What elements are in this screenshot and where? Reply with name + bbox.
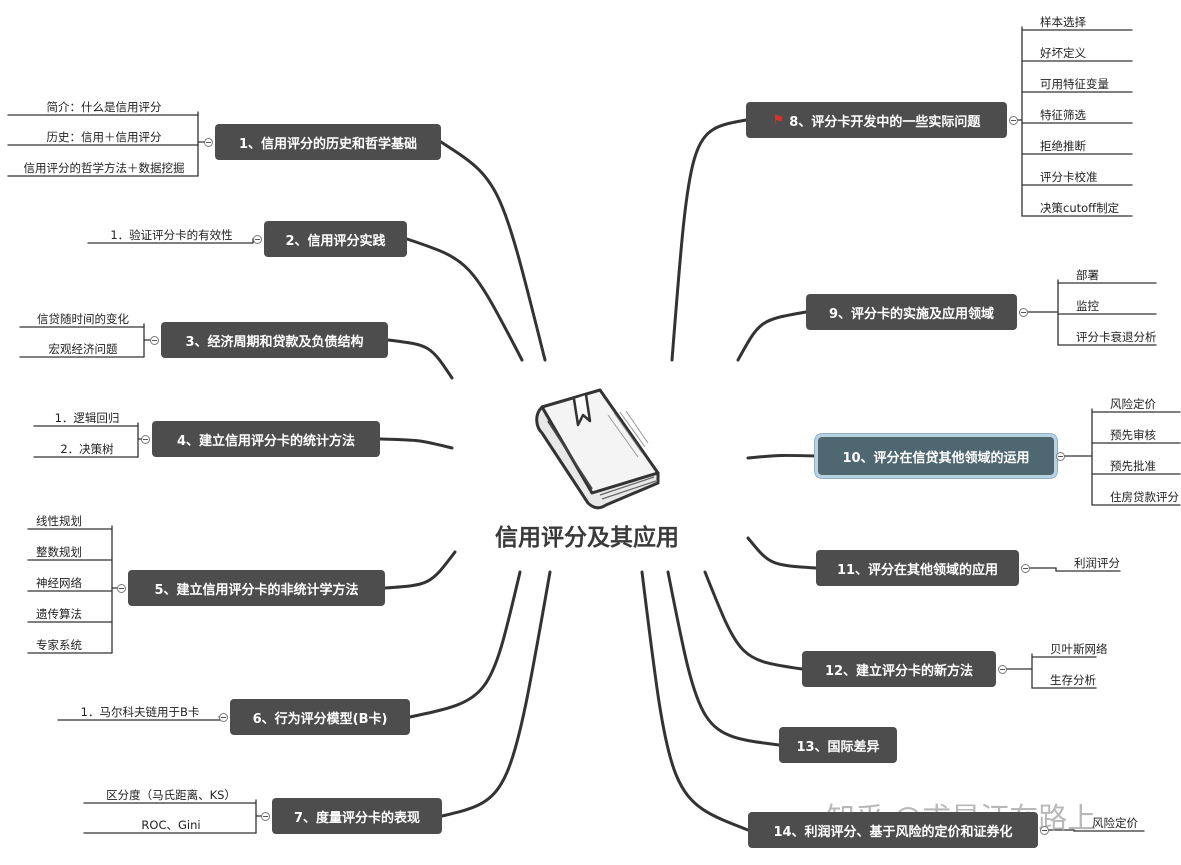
- branch-label: 7、度量评分卡的表现: [293, 810, 421, 826]
- branch-connector: [670, 118, 748, 362]
- leaf-topic[interactable]: 2．决策树: [60, 442, 114, 456]
- branch-label: 1、信用评分的历史和哲学基础: [238, 136, 418, 152]
- branch-label: 4、建立信用评分卡的统计方法: [176, 433, 356, 449]
- branch-connector: [439, 140, 547, 362]
- branch-node-b11[interactable]: 11、评分在其他领域的应用: [816, 550, 1019, 586]
- leaf-topic[interactable]: 利润评分: [1074, 556, 1120, 570]
- leaf-topic[interactable]: 遗传算法: [36, 607, 82, 621]
- branch-connector: [405, 237, 524, 362]
- branch-node-b12[interactable]: 12、建立评分卡的新方法: [802, 651, 996, 687]
- leaf-topic[interactable]: 住房贷款评分: [1110, 490, 1179, 504]
- branch-node-b5[interactable]: 5、建立信用评分卡的非统计学方法: [128, 570, 385, 606]
- red-flag-icon: ⚑: [772, 112, 785, 128]
- branch-label: 2、信用评分实践: [285, 233, 386, 249]
- leaf-topic[interactable]: 拒绝推断: [1040, 139, 1086, 153]
- branch-connector: [703, 570, 804, 671]
- leaf-topic[interactable]: 部署: [1076, 268, 1099, 282]
- collapse-toggle-icon[interactable]: [141, 434, 150, 444]
- leaf-topic[interactable]: ROC、Gini: [141, 818, 201, 832]
- leaf-topic[interactable]: 简介：什么是信用评分: [46, 100, 162, 114]
- branch-connector: [408, 570, 522, 719]
- leaf-topic[interactable]: 1．验证评分卡的有效性: [110, 228, 233, 242]
- branch-node-b9[interactable]: 9、评分卡的实施及应用领域: [806, 294, 1017, 330]
- branch-node-b13[interactable]: 13、国际差异: [779, 727, 897, 763]
- branch-node-b10[interactable]: 10、评分在信贷其他领域的运用: [818, 437, 1054, 475]
- branch-connector: [640, 570, 750, 832]
- branch-node-b6[interactable]: 6、行为评分模型(B卡): [230, 699, 410, 735]
- leaf-topic[interactable]: 贝叶斯网络: [1050, 642, 1108, 656]
- branch-node-b3[interactable]: 3、经济周期和贷款及负债结构: [161, 322, 388, 358]
- branch-connector: [378, 437, 454, 450]
- leaf-topic[interactable]: 特征筛选: [1040, 108, 1086, 122]
- branch-label: 10、评分在信贷其他领域的运用: [842, 450, 1030, 466]
- branch-label: 14、利润评分、基于风险的定价和证券化: [773, 824, 1013, 840]
- leaf-topic[interactable]: 1．马尔科夫链用于B卡: [80, 705, 200, 719]
- branch-label: 5、建立信用评分卡的非统计学方法: [154, 582, 359, 598]
- leaf-topic[interactable]: 样本选择: [1040, 15, 1086, 29]
- branch-connector: [386, 338, 454, 380]
- leaf-topic[interactable]: 预先审核: [1110, 428, 1156, 442]
- leaf-topic[interactable]: 专家系统: [36, 638, 82, 652]
- book-icon: [535, 388, 660, 510]
- collapse-toggle-icon[interactable]: [1009, 115, 1018, 125]
- branch-connector: [666, 570, 781, 747]
- branch-label: 8、评分卡开发中的一些实际问题: [789, 114, 981, 130]
- branch-connector: [746, 536, 818, 570]
- leaf-topic[interactable]: 监控: [1076, 299, 1099, 313]
- branch-node-b8[interactable]: ⚑8、评分卡开发中的一些实际问题: [746, 102, 1007, 138]
- branch-label: 9、评分卡的实施及应用领域: [828, 306, 995, 322]
- leaf-topic[interactable]: 信用评分的哲学方法＋数据挖掘: [23, 161, 185, 175]
- leaf-topic[interactable]: 风险定价: [1110, 397, 1156, 411]
- collapse-toggle-icon[interactable]: [261, 811, 270, 821]
- branch-connector: [736, 310, 808, 362]
- leaf-topic[interactable]: 风险定价: [1092, 816, 1138, 830]
- collapse-toggle-icon[interactable]: [219, 712, 228, 722]
- branch-label: 12、建立评分卡的新方法: [824, 663, 974, 679]
- leaf-topic[interactable]: 好坏定义: [1040, 46, 1086, 60]
- collapse-toggle-icon[interactable]: [1040, 825, 1049, 835]
- collapse-toggle-icon[interactable]: [1056, 451, 1065, 461]
- collapse-toggle-icon[interactable]: [998, 664, 1007, 674]
- leaf-topic[interactable]: 预先批准: [1110, 459, 1156, 473]
- branch-label: 3、经济周期和贷款及负债结构: [185, 334, 364, 350]
- branch-connector: [440, 570, 552, 818]
- leaf-topic[interactable]: 历史：信用＋信用评分: [46, 130, 162, 144]
- leaf-topic[interactable]: 线性规划: [36, 514, 82, 528]
- collapse-toggle-icon[interactable]: [150, 335, 159, 345]
- collapse-toggle-icon[interactable]: [1021, 563, 1030, 573]
- leaf-topic[interactable]: 评分卡衰退分析: [1076, 330, 1157, 344]
- branch-node-b4[interactable]: 4、建立信用评分卡的统计方法: [152, 421, 380, 457]
- leaf-topic[interactable]: 决策cutoff制定: [1040, 201, 1120, 215]
- leaf-topic[interactable]: 生存分析: [1050, 673, 1096, 687]
- leaf-topic[interactable]: 整数规划: [36, 545, 82, 559]
- branch-label: 6、行为评分模型(B卡): [252, 711, 388, 727]
- collapse-toggle-icon[interactable]: [253, 234, 262, 244]
- collapse-toggle-icon[interactable]: [117, 583, 126, 593]
- collapse-toggle-icon[interactable]: [204, 137, 213, 147]
- leaf-topic[interactable]: 评分卡校准: [1040, 170, 1098, 184]
- branch-connector: [746, 453, 820, 460]
- central-topic[interactable]: 信用评分及其应用: [495, 524, 679, 551]
- leaf-topic[interactable]: 可用特征变量: [1040, 77, 1109, 91]
- leaf-topic[interactable]: 神经网络: [36, 576, 82, 590]
- branch-label: 11、评分在其他领域的应用: [836, 562, 999, 578]
- branch-node-b14[interactable]: 14、利润评分、基于风险的定价和证券化: [748, 812, 1038, 848]
- branch-node-b1[interactable]: 1、信用评分的历史和哲学基础: [215, 124, 441, 160]
- leaf-topic[interactable]: 1．逻辑回归: [54, 411, 120, 425]
- branch-node-b2[interactable]: 2、信用评分实践: [264, 221, 407, 257]
- branch-node-b7[interactable]: 7、度量评分卡的表现: [272, 798, 442, 834]
- branch-label: 13、国际差异: [796, 739, 880, 755]
- leaf-topic[interactable]: 宏观经济问题: [48, 342, 118, 356]
- leaf-topic[interactable]: 信贷随时间的变化: [37, 312, 129, 326]
- branch-connector: [383, 550, 457, 590]
- collapse-toggle-icon[interactable]: [1019, 307, 1028, 317]
- leaf-topic[interactable]: 区分度（马氏距离、KS）: [106, 788, 236, 802]
